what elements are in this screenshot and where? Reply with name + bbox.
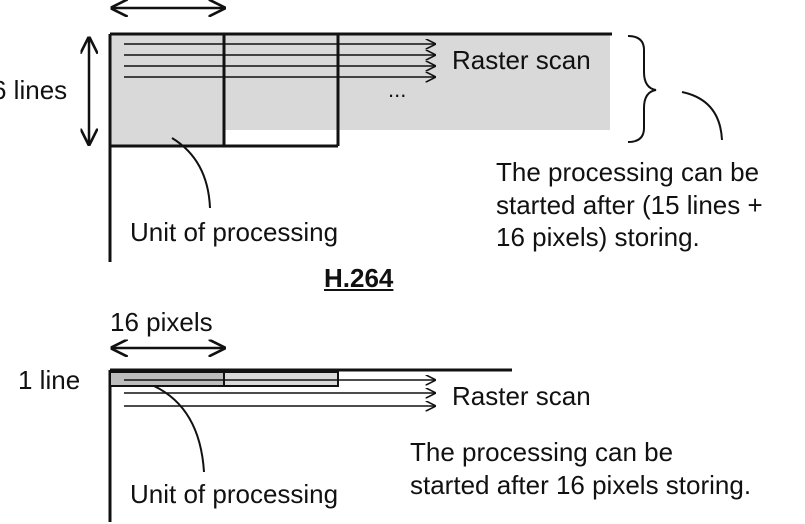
top-note-curve xyxy=(681,91,723,141)
top-note-line: The processing can be xyxy=(496,157,760,187)
top-note-line: 16 pixels) storing. xyxy=(496,222,700,252)
bottom-raster-label: Raster scan xyxy=(452,381,591,411)
bottom-unit-label: Unit of processing xyxy=(130,479,339,509)
bottom-note-line: The processing can be xyxy=(410,437,674,467)
top-bracket xyxy=(627,35,657,143)
top-lines-label: 6 lines xyxy=(0,75,68,105)
bottom-note: The processing can be started after 16 p… xyxy=(410,436,751,501)
bottom-pixels-label: 16 pixels xyxy=(110,307,213,337)
top-unit-label: Unit of processing xyxy=(130,217,339,247)
top-raster-label: Raster scan xyxy=(452,45,591,75)
top-note: The processing can be started after (15 … xyxy=(496,156,763,254)
bottom-unit-block xyxy=(109,371,225,387)
bottom-note-line: started after 16 pixels storing. xyxy=(410,469,752,500)
top-ellipsis: ... xyxy=(388,77,407,102)
bottom-line-label: 1 line xyxy=(18,365,81,395)
top-note-line: started after (15 lines + xyxy=(496,189,763,220)
top-unit-block-fill xyxy=(110,34,224,146)
bottom-unit-curve xyxy=(153,385,205,473)
top-unit-curve xyxy=(171,137,211,209)
bottom-next-block xyxy=(223,371,339,387)
h264-title: H.264 xyxy=(324,263,394,293)
